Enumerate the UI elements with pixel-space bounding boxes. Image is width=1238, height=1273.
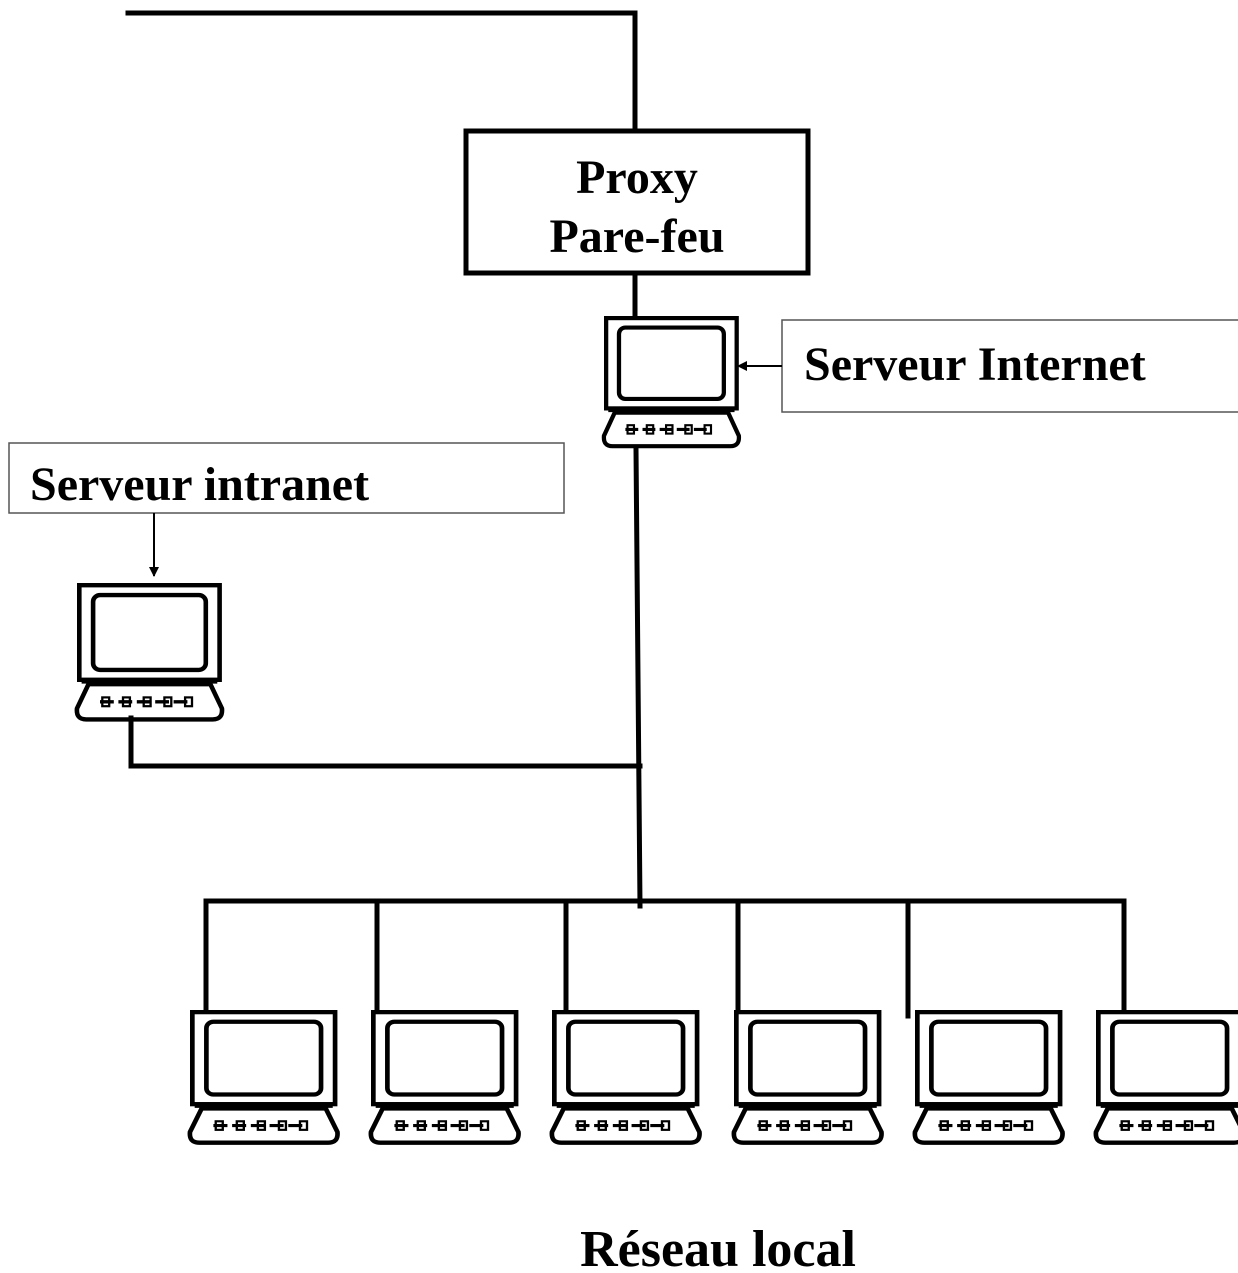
internet-uplink (125, 10, 638, 133)
intranet-server-label: Serveur intranet (30, 458, 369, 511)
internet-server (604, 318, 739, 446)
callout-box (781, 319, 1238, 413)
callout-box (8, 442, 565, 514)
internet-server-callout: Serveur Internet (737, 319, 1238, 413)
lan-bus (203, 898, 1127, 1021)
intranet-server (77, 585, 222, 719)
intranet-server-link (128, 715, 643, 769)
laptop-icon (371, 1012, 519, 1143)
backbone-link (633, 446, 643, 909)
workstations (190, 1012, 1238, 1143)
laptop-icon (1096, 1012, 1238, 1143)
firewall-box (463, 128, 811, 276)
laptop-icon (190, 1012, 338, 1143)
firewall-label-line2: Pare-feu (549, 210, 724, 263)
laptop-icon (552, 1012, 700, 1143)
firewall-node: Proxy Pare-feu (463, 128, 811, 276)
laptop-icon (915, 1012, 1063, 1143)
laptop-icon (77, 585, 222, 719)
firewall-label-line1: Proxy (576, 151, 698, 204)
intranet-server-callout: Serveur intranet (8, 442, 565, 577)
lan-bus-line (203, 898, 1127, 1021)
local-network-label: Réseau local (580, 1221, 856, 1273)
internet-server-label: Serveur Internet (804, 338, 1146, 391)
laptop-icon (604, 318, 739, 446)
laptop-icon (734, 1012, 882, 1143)
